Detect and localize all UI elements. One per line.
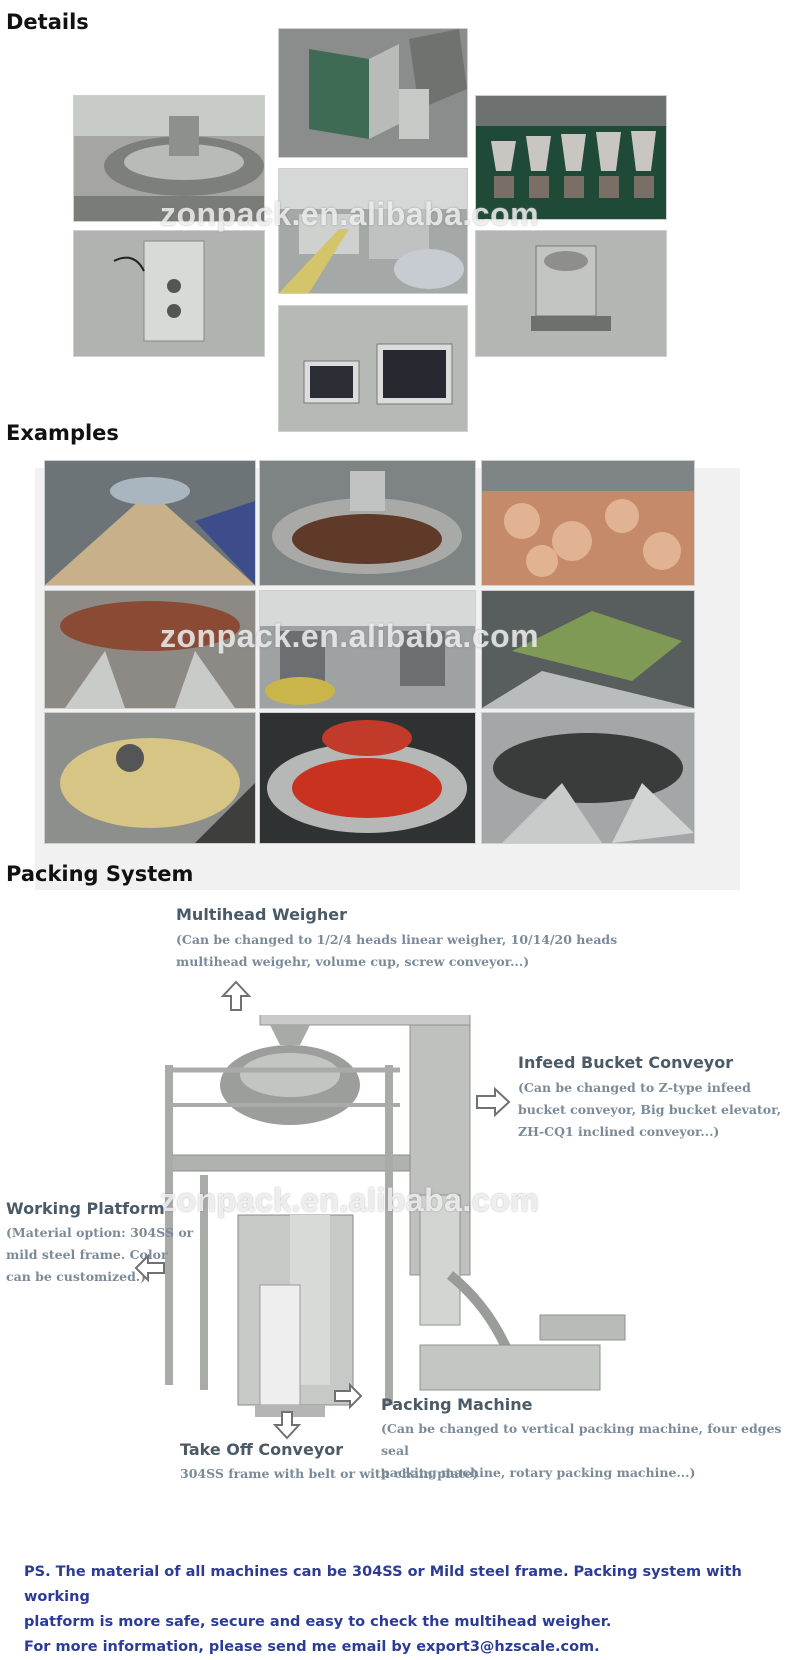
detail-photo-hopper (278, 28, 468, 158)
example-photo-3 (481, 460, 695, 586)
detail-photo-touchscreens (278, 305, 468, 432)
platform-note-line1: (Material option: 304SS or (6, 1225, 194, 1240)
arrow-down-icon (273, 1411, 301, 1440)
example-photo-8 (259, 712, 476, 844)
ps-footer: PS. The material of all machines can be … (24, 1560, 774, 1660)
infeed-note-line3: ZH-CQ1 inclined conveyor...) (518, 1124, 720, 1139)
infeed-note-line1: (Can be changed to Z-type infeed (518, 1080, 751, 1095)
detail-photo-weigher-top (73, 95, 265, 222)
multihead-weigher-note: (Can be changed to 1/2/4 heads linear we… (176, 929, 617, 973)
examples-heading: Examples (6, 421, 119, 445)
ps-line3: For more information, please send me ema… (24, 1639, 600, 1655)
platform-note-line2: mild steel frame. Color (6, 1247, 168, 1262)
platform-note-line3: can be customized.) (6, 1269, 147, 1284)
detail-photo-vibrator (475, 230, 667, 357)
example-photo-9 (481, 712, 695, 844)
watermark-details: zonpack.en.alibaba.com (160, 196, 540, 232)
infeed-conveyor-note: (Can be changed to Z-type infeed bucket … (518, 1077, 781, 1143)
example-photo-5 (259, 590, 476, 709)
packing-machine-title: Packing Machine (381, 1395, 533, 1414)
packing-note-line2: packing machine, rotary packing machine.… (381, 1465, 696, 1480)
arrow-right-icon (476, 1087, 511, 1117)
arrow-right-icon (334, 1383, 363, 1409)
example-photo-2 (259, 460, 476, 586)
watermark-examples: zonpack.en.alibaba.com (160, 618, 540, 654)
multihead-weigher-title: Multihead Weigher (176, 905, 347, 924)
detail-photo-buckets (475, 95, 667, 220)
packing-machine-note: (Can be changed to vertical packing mach… (381, 1418, 785, 1484)
arrow-left-icon (134, 1254, 165, 1282)
infeed-note-line2: bucket conveyor, Big bucket elevator, (518, 1102, 782, 1117)
watermark-packing: zonpack.en.alibaba.com (160, 1182, 540, 1218)
take-off-conveyor-title: Take Off Conveyor (180, 1440, 344, 1459)
packing-note-line1: (Can be changed to vertical packing mach… (381, 1421, 782, 1458)
details-heading: Details (6, 10, 89, 34)
working-platform-note: (Material option: 304SS or mild steel fr… (6, 1222, 193, 1288)
infeed-conveyor-title: Infeed Bucket Conveyor (518, 1053, 734, 1072)
take-off-conveyor-note: 304SS frame with belt or with chain plat… (180, 1466, 479, 1481)
packing-system-machine (165, 1015, 626, 1417)
working-platform-title: Working Platform (6, 1199, 165, 1218)
ps-line2: platform is more safe, secure and easy t… (24, 1614, 612, 1630)
detail-photo-loadcell (73, 230, 265, 357)
example-photo-1 (44, 460, 256, 586)
multihead-note-line2: multihead weigehr, volume cup, screw con… (176, 954, 530, 969)
detail-photo-factory (278, 168, 468, 294)
multihead-note-line1: (Can be changed to 1/2/4 heads linear we… (176, 932, 618, 947)
packing-heading: Packing System (6, 862, 194, 886)
example-photo-6 (481, 590, 695, 709)
example-photo-4 (44, 590, 256, 709)
arrow-up-icon (221, 980, 251, 1011)
ps-line1: PS. The material of all machines can be … (24, 1564, 742, 1605)
example-photo-7 (44, 712, 256, 844)
